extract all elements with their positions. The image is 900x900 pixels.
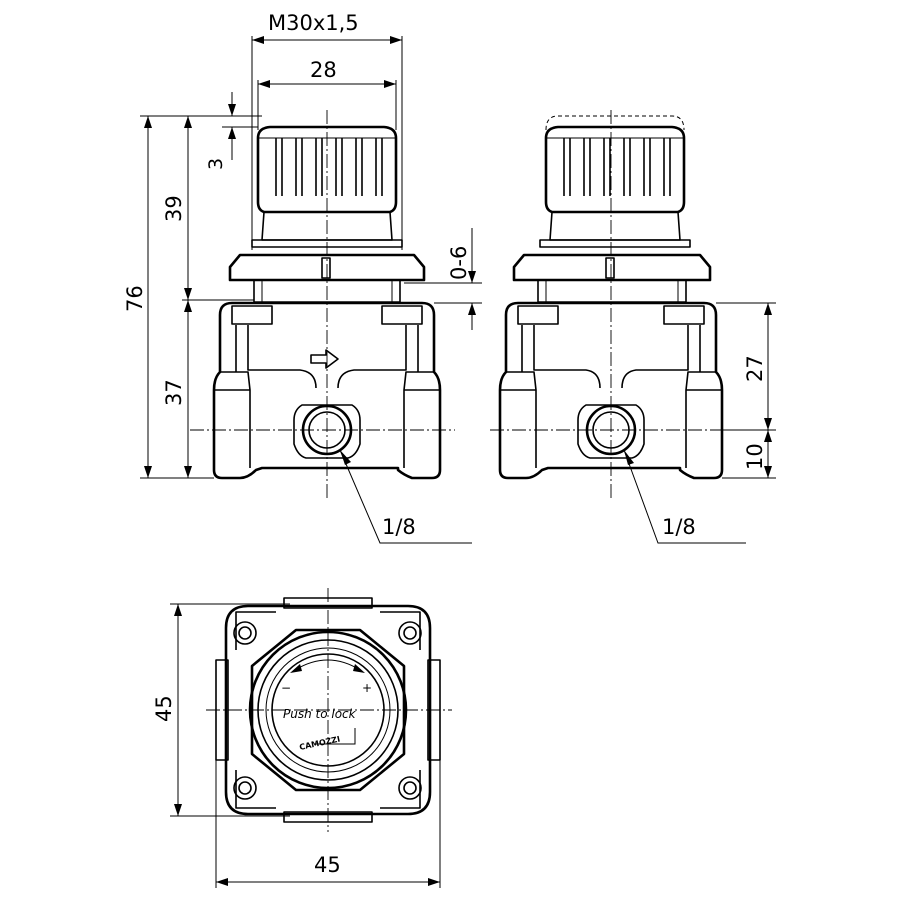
total-height-dimension: 76 [123,285,147,312]
brand-label: CAMOZZI [299,735,341,752]
knob-instruction-label: Push to lock [283,707,357,721]
port-size-label-right: 1/8 [662,515,696,539]
lock-ring [228,253,426,303]
knob-width-dimension: 28 [310,58,337,82]
top-view-width-dimension: 45 [314,853,341,877]
knob-plus-label: + [362,681,372,695]
port-height-dimension: 27 [743,355,767,382]
port-offset-dimension: 10 [743,443,767,470]
port-size-label-left: 1/8 [382,515,416,539]
knob-height-dimension: 39 [162,195,186,222]
top-view: − + Push to lock CAMOZZI [206,588,452,832]
body-height-dimension: 37 [162,379,186,406]
side-view: 1/8 [490,110,746,544]
front-view: 1/8 [190,110,472,544]
dimension-lines: M30x1,5 28 3 76 39 37 0-6 27 [123,11,776,888]
adjust-travel-dimension: 0-6 [447,246,471,280]
lock-ring-side [512,253,712,303]
top-view-height-dimension: 45 [152,695,176,722]
knob-offset-dimension: 3 [205,158,227,170]
knob-minus-label: − [281,681,291,695]
adjusting-knob-side [539,115,691,248]
regulator-body [212,301,442,480]
thread-dimension: M30x1,5 [268,11,359,35]
